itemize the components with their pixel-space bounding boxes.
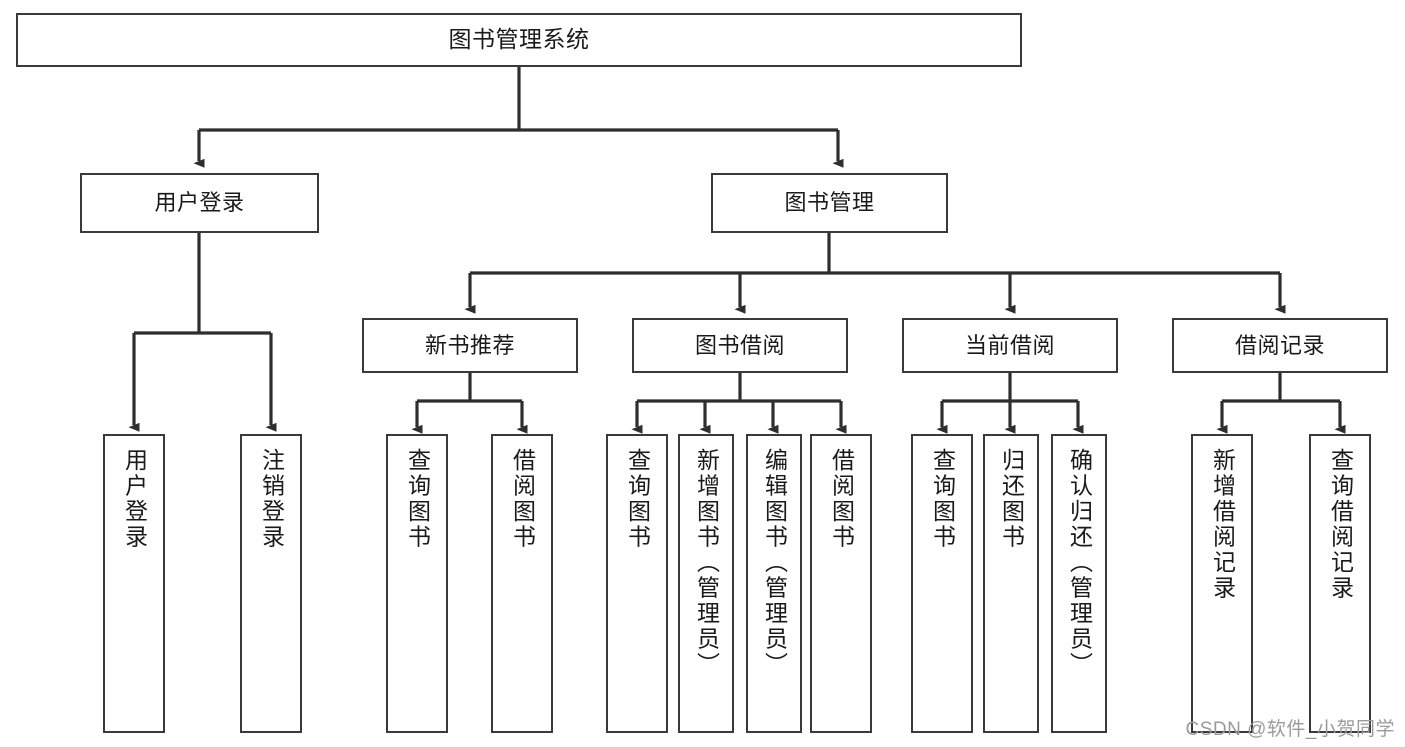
leaf-query-book-recommend[interactable]: 查询图书 [386, 434, 448, 733]
node-book-management[interactable]: 图书管理 [711, 173, 948, 233]
node-label: 用户登录 [154, 190, 245, 216]
leaf-user-login[interactable]: 用户登录 [103, 434, 165, 733]
node-user-login[interactable]: 用户登录 [80, 173, 319, 233]
node-new-book-recommend[interactable]: 新书推荐 [362, 318, 578, 373]
leaf-return-book[interactable]: 归还图书 [983, 434, 1039, 733]
node-label: 编辑图书（管理员） [761, 448, 788, 678]
node-label: 当前借阅 [964, 332, 1055, 358]
node-label: 查询图书 [404, 448, 431, 550]
node-label: 借阅图书 [509, 448, 536, 550]
leaf-borrow-book[interactable]: 借阅图书 [810, 434, 872, 733]
node-label: 查询图书 [929, 448, 956, 550]
node-current-borrow[interactable]: 当前借阅 [902, 318, 1118, 373]
watermark-text: CSDN @软件_小贺同学 [1185, 719, 1395, 740]
leaf-confirm-return-admin[interactable]: 确认归还（管理员） [1051, 434, 1107, 733]
node-label: 图书管理 [784, 190, 875, 216]
node-label: 查询图书 [624, 448, 651, 550]
leaf-borrow-book-recommend[interactable]: 借阅图书 [491, 434, 553, 733]
node-book-borrow[interactable]: 图书借阅 [632, 318, 848, 373]
node-label: 查询借阅记录 [1327, 448, 1354, 601]
leaf-add-book-admin[interactable]: 新增图书（管理员） [678, 434, 734, 733]
leaf-logout[interactable]: 注销登录 [240, 434, 302, 733]
leaf-add-borrow-record[interactable]: 新增借阅记录 [1191, 434, 1253, 733]
node-label: 用户登录 [121, 448, 148, 550]
leaf-edit-book-admin[interactable]: 编辑图书（管理员） [746, 434, 802, 733]
node-label: 图书借阅 [694, 332, 785, 358]
node-label: 归还图书 [998, 448, 1025, 550]
leaf-query-book-current[interactable]: 查询图书 [911, 434, 973, 733]
node-root-system[interactable]: 图书管理系统 [16, 13, 1022, 67]
leaf-query-book-borrow[interactable]: 查询图书 [606, 434, 668, 733]
node-label: 新增图书（管理员） [693, 448, 720, 678]
node-label: 借阅记录 [1234, 332, 1325, 358]
node-label: 图书管理系统 [448, 26, 590, 53]
node-label: 借阅图书 [828, 448, 855, 550]
node-label: 注销登录 [258, 448, 285, 550]
node-label: 确认归还（管理员） [1066, 448, 1093, 678]
node-label: 新书推荐 [424, 332, 515, 358]
node-borrow-record[interactable]: 借阅记录 [1172, 318, 1388, 373]
node-label: 新增借阅记录 [1209, 448, 1236, 601]
leaf-query-borrow-record[interactable]: 查询借阅记录 [1309, 434, 1371, 733]
